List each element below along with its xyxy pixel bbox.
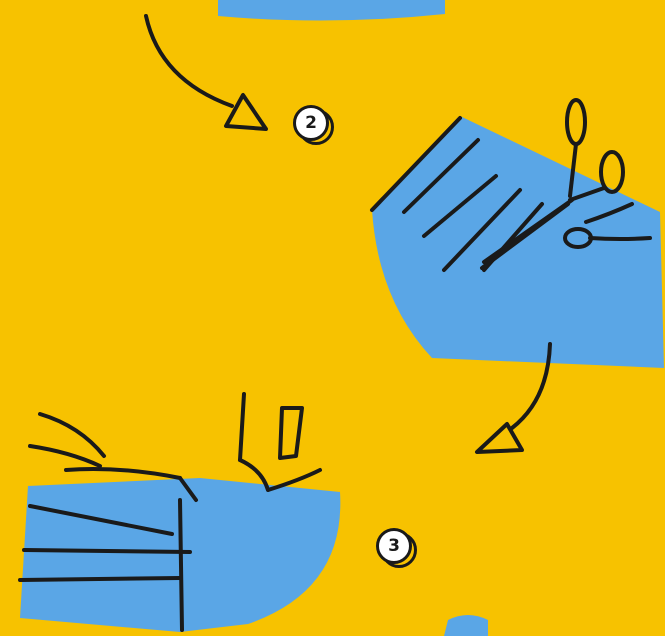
curved-arrow-icon bbox=[146, 16, 266, 129]
fabric-piece-bottom bbox=[444, 615, 488, 636]
step-number: 2 bbox=[293, 105, 329, 141]
fabric-piece-step-3 bbox=[20, 478, 340, 632]
step-badge-3: 3 bbox=[376, 528, 412, 564]
step-badge-2: 2 bbox=[293, 105, 329, 141]
step-number: 3 bbox=[376, 528, 412, 564]
fabric-piece-top bbox=[218, 0, 445, 21]
